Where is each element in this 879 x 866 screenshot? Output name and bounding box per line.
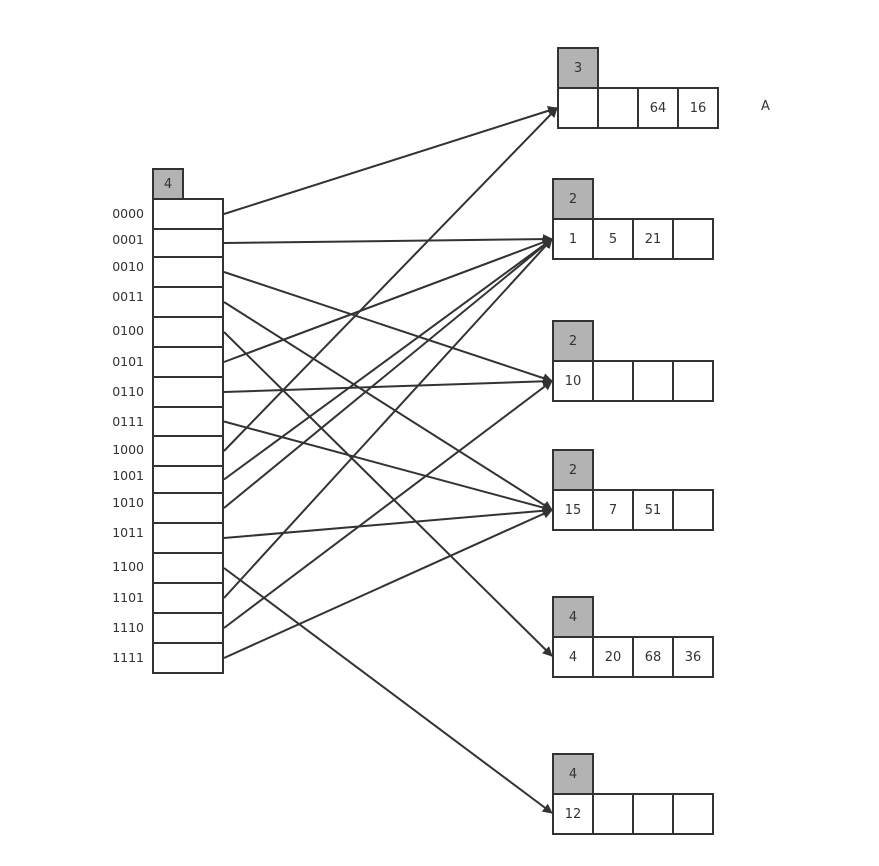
bucket-2-local-depth: 2 [552, 320, 594, 362]
directory-slot-1111 [152, 642, 224, 674]
pointer-arrow-1001 [223, 238, 553, 481]
directory-key-1000: 1000 [112, 442, 144, 457]
bucket-0-cell-1 [597, 87, 639, 129]
bucket-2-cell-3 [672, 360, 714, 402]
directory-slot-0110 [152, 376, 224, 408]
directory-key-0101: 0101 [112, 354, 144, 369]
directory-key-1001: 1001 [112, 468, 144, 483]
directory-slot-0001 [152, 228, 224, 258]
directory-slot-1100 [152, 552, 224, 584]
bucket-3-cell-0: 15 [552, 489, 594, 531]
bucket-1-cell-1: 5 [592, 218, 634, 260]
bucket-4-local-depth: 4 [552, 596, 594, 638]
bucket-4-cell-1: 20 [592, 636, 634, 678]
directory-key-0010: 0010 [112, 259, 144, 274]
bucket-1-local-depth: 2 [552, 178, 594, 220]
pointer-arrow-0101 [223, 237, 553, 363]
bucket-0-local-depth: 3 [557, 47, 599, 89]
directory-key-0110: 0110 [112, 384, 144, 399]
directory-slot-0101 [152, 346, 224, 378]
pointer-arrow-0010 [223, 271, 553, 383]
pointer-arrow-1000 [223, 107, 558, 452]
directory-slot-0100 [152, 316, 224, 348]
pointer-arrow-1111 [223, 509, 553, 659]
bucket-3-cell-2: 51 [632, 489, 674, 531]
directory-slot-0111 [152, 406, 224, 437]
pointer-arrow-1010 [223, 238, 553, 509]
bucket-3-local-depth: 2 [552, 449, 594, 491]
pointer-arrow-0011 [223, 301, 553, 511]
directory-slot-0010 [152, 256, 224, 288]
directory-slot-1101 [152, 582, 224, 614]
bucket-5-cell-1 [592, 793, 634, 835]
directory-slot-0000 [152, 198, 224, 230]
bucket-0-cell-3: 16 [677, 87, 719, 129]
bucket-4-cell-0: 4 [552, 636, 594, 678]
directory-key-1011: 1011 [112, 525, 144, 540]
bucket-5-cell-3 [672, 793, 714, 835]
pointer-arrow-0000 [223, 105, 558, 215]
bucket-4-cell-3: 36 [672, 636, 714, 678]
directory-slot-1110 [152, 612, 224, 644]
directory-key-0000: 0000 [112, 206, 144, 221]
bucket-2-cell-1 [592, 360, 634, 402]
bucket-2-cell-2 [632, 360, 674, 402]
bucket-3-cell-1: 7 [592, 489, 634, 531]
directory-key-1010: 1010 [112, 495, 144, 510]
bucket-5-cell-2 [632, 793, 674, 835]
pointer-arrow-1100 [223, 567, 553, 814]
pointer-arrow-0001 [223, 234, 553, 245]
directory-slot-0011 [152, 286, 224, 318]
pointer-arrow-0100 [223, 331, 553, 657]
bucket-0-cell-2: 64 [637, 87, 679, 129]
bucket-1-cell-0: 1 [552, 218, 594, 260]
directory-key-0100: 0100 [112, 323, 144, 338]
pointer-arrow-0111 [223, 420, 553, 513]
bucket-4-cell-2: 68 [632, 636, 674, 678]
directory-key-1101: 1101 [112, 590, 144, 605]
directory-global-depth: 4 [152, 168, 184, 200]
bucket-2-cell-0: 10 [552, 360, 594, 402]
pointer-arrow-1101 [223, 238, 553, 599]
pointer-arrow-0110 [223, 376, 553, 393]
bucket-1-cell-3 [672, 218, 714, 260]
bucket-3-cell-3 [672, 489, 714, 531]
directory-key-1111: 1111 [112, 650, 144, 665]
bucket-0-tag: A [761, 99, 770, 114]
pointer-arrow-1011 [223, 505, 553, 539]
directory-key-0011: 0011 [112, 289, 144, 304]
directory-slot-1000 [152, 435, 224, 467]
pointer-arrow-1110 [223, 380, 553, 629]
bucket-1-cell-2: 21 [632, 218, 674, 260]
directory-slot-1011 [152, 522, 224, 554]
directory-slot-1010 [152, 492, 224, 524]
bucket-0-cell-0 [557, 87, 599, 129]
directory-key-1110: 1110 [112, 620, 144, 635]
directory-slot-1001 [152, 465, 224, 494]
bucket-5-local-depth: 4 [552, 753, 594, 795]
directory-key-1100: 1100 [112, 559, 144, 574]
bucket-5-cell-0: 12 [552, 793, 594, 835]
directory-key-0111: 0111 [112, 414, 144, 429]
directory-key-0001: 0001 [112, 232, 144, 247]
